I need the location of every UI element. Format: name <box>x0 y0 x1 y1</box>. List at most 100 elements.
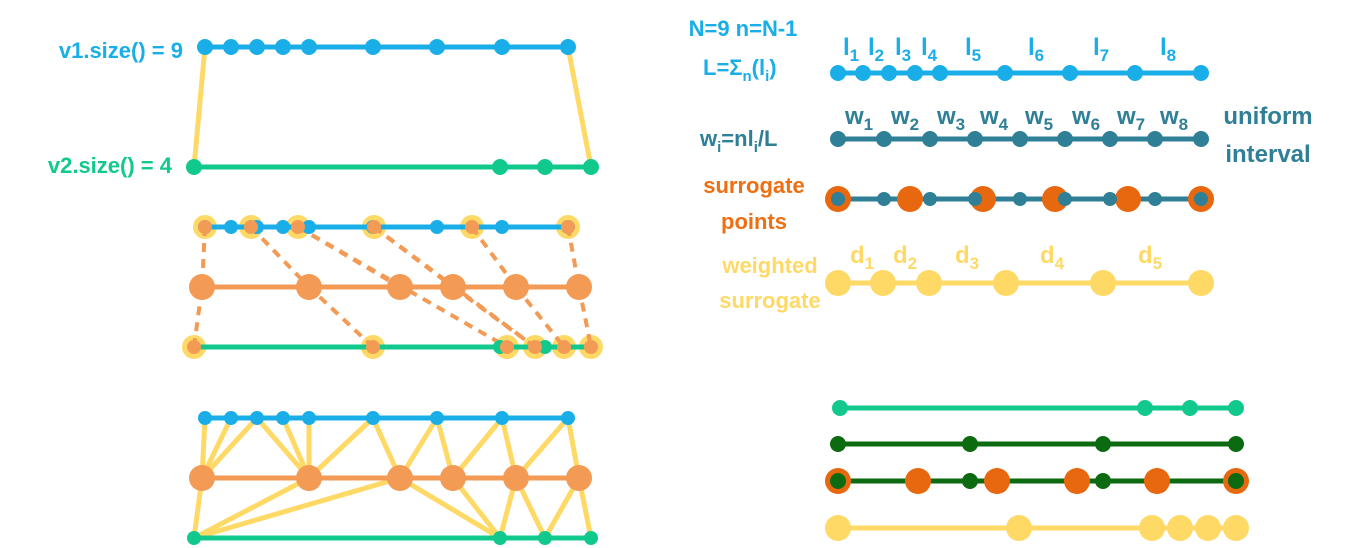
surrogate-orange-point-5 <box>1115 186 1141 212</box>
d-label-1: d1 <box>850 242 874 273</box>
bottom-yellow-point-3 <box>1139 515 1165 541</box>
triangulation-edge-7 <box>306 415 376 481</box>
surrogate-teal-point-7 <box>1103 192 1117 206</box>
d-label-4-main: d <box>1040 242 1055 269</box>
surrogate-orange-point-2 <box>897 186 923 212</box>
w-label-2-sub: 2 <box>910 115 919 134</box>
l-label-4: l4 <box>921 34 938 65</box>
v1-point-bottom-6 <box>366 411 380 425</box>
v1-point-bottom-4 <box>276 411 290 425</box>
v1-point-5 <box>301 39 317 55</box>
v2-point-bottom-2 <box>493 531 507 545</box>
l-label-8: l8 <box>1160 34 1176 65</box>
connector-right <box>565 44 594 170</box>
w-label-7: w7 <box>1116 103 1145 134</box>
weighted-point-3 <box>916 270 942 296</box>
w-point-7 <box>1102 131 1118 147</box>
surrogate-orange-point-4 <box>1042 186 1068 212</box>
w-label-4-sub: 4 <box>999 115 1009 134</box>
w-definition-part-3: =nl <box>721 126 753 151</box>
w-label-4: w4 <box>979 103 1009 134</box>
bottom-darkgreen-point-3 <box>1095 436 1111 452</box>
bottom-yellow-point-2 <box>1006 515 1032 541</box>
bottom-orange-point-3 <box>984 468 1010 494</box>
w-definition-part-5: /L <box>758 126 778 151</box>
v1-point-7 <box>429 39 445 55</box>
w-definition-part-1: w <box>699 126 718 151</box>
surrogate-teal-point-5 <box>1013 192 1027 206</box>
l-point-9 <box>1193 65 1209 81</box>
v1-point-bottom-3 <box>250 411 264 425</box>
l-label-5-sub: 5 <box>972 46 981 65</box>
d-label-4: d4 <box>1040 242 1065 273</box>
l-definition-part-5: ) <box>769 55 776 80</box>
surrogate-point-bottom-4 <box>440 465 466 491</box>
w-label-7-sub: 7 <box>1136 115 1145 134</box>
l-label-8-main: l <box>1160 34 1167 61</box>
d-label-1-sub: 1 <box>865 254 874 273</box>
v1-point-bottom-5 <box>302 411 316 425</box>
v1-point-bottom-8 <box>495 411 509 425</box>
v1-point-middle-4 <box>276 220 290 234</box>
bottom-green-point-3 <box>1182 400 1198 416</box>
dashed-match-4 <box>307 285 375 349</box>
surrogate-point-bottom-1 <box>189 465 215 491</box>
w-definition-part-2: i <box>717 139 721 156</box>
w-point-4 <box>967 131 983 147</box>
interval-label: interval <box>1225 141 1310 168</box>
l-point-3 <box>881 65 897 81</box>
l-label-3-main: l <box>895 34 902 61</box>
bottom-yellow-point-5 <box>1195 515 1221 541</box>
v1-point-9 <box>560 39 576 55</box>
w-definition-label: wi=nli/L <box>699 126 777 156</box>
v2-point-bottom-1 <box>187 531 201 545</box>
w-label-1-sub: 1 <box>864 115 873 134</box>
l-label-2: l2 <box>868 34 884 65</box>
w-label-2-main: w <box>890 103 910 130</box>
v1-point-middle-7 <box>430 220 444 234</box>
l-label-7-sub: 7 <box>1100 46 1109 65</box>
l-label-2-sub: 2 <box>875 46 884 65</box>
connector-left <box>191 44 208 170</box>
l-label-6: l6 <box>1028 34 1044 65</box>
l-point-6 <box>997 65 1013 81</box>
uniform-label: uniform <box>1223 103 1312 130</box>
v1-matched-point-6 <box>561 220 575 234</box>
surrogate-teal-point-8 <box>1148 192 1162 206</box>
w-label-6-sub: 6 <box>1091 115 1100 134</box>
d-label-3: d3 <box>955 242 979 273</box>
w-label-1-main: w <box>844 103 864 130</box>
bottom-yellow-point-4 <box>1167 515 1193 541</box>
surrogate-point-middle-3 <box>387 274 413 300</box>
l-label-8-sub: 8 <box>1167 46 1176 65</box>
w-label-7-main: w <box>1116 103 1136 130</box>
l-label-6-sub: 6 <box>1035 46 1044 65</box>
v1-point-8 <box>494 39 510 55</box>
surrogate-point-bottom-6 <box>566 465 592 491</box>
w-label-6-main: w <box>1071 103 1091 130</box>
v1-point-middle-5 <box>302 220 316 234</box>
surrogate-point-middle-4 <box>440 274 466 300</box>
v2-matched-point-6 <box>584 340 598 354</box>
surrogate-point-middle-5 <box>503 274 529 300</box>
bottom-surrogate-green-point-3 <box>1095 473 1111 489</box>
v2-point-3 <box>537 159 553 175</box>
surrogate-point-bottom-2 <box>296 465 322 491</box>
d-label-5-main: d <box>1138 242 1153 269</box>
l-definition-part-4: i <box>765 68 769 85</box>
w-label-1: w1 <box>844 103 873 134</box>
v1-matched-point-2 <box>244 220 258 234</box>
bottom-orange-point-5 <box>1144 468 1170 494</box>
bottom-orange-point-4 <box>1064 468 1090 494</box>
d-label-4-sub: 4 <box>1055 254 1065 273</box>
weighted-point-6 <box>1188 270 1214 296</box>
surrogate-point-bottom-5 <box>503 465 529 491</box>
l-label-1-sub: 1 <box>850 46 859 65</box>
l-point-1 <box>830 65 846 81</box>
l-point-2 <box>855 65 871 81</box>
w-label-5: w5 <box>1024 103 1053 134</box>
l-label-3: l3 <box>895 34 911 65</box>
v1-point-middle-2 <box>224 220 238 234</box>
surrogate-point-middle-2 <box>296 274 322 300</box>
l-definition-label: L=Σn(li) <box>703 55 777 85</box>
